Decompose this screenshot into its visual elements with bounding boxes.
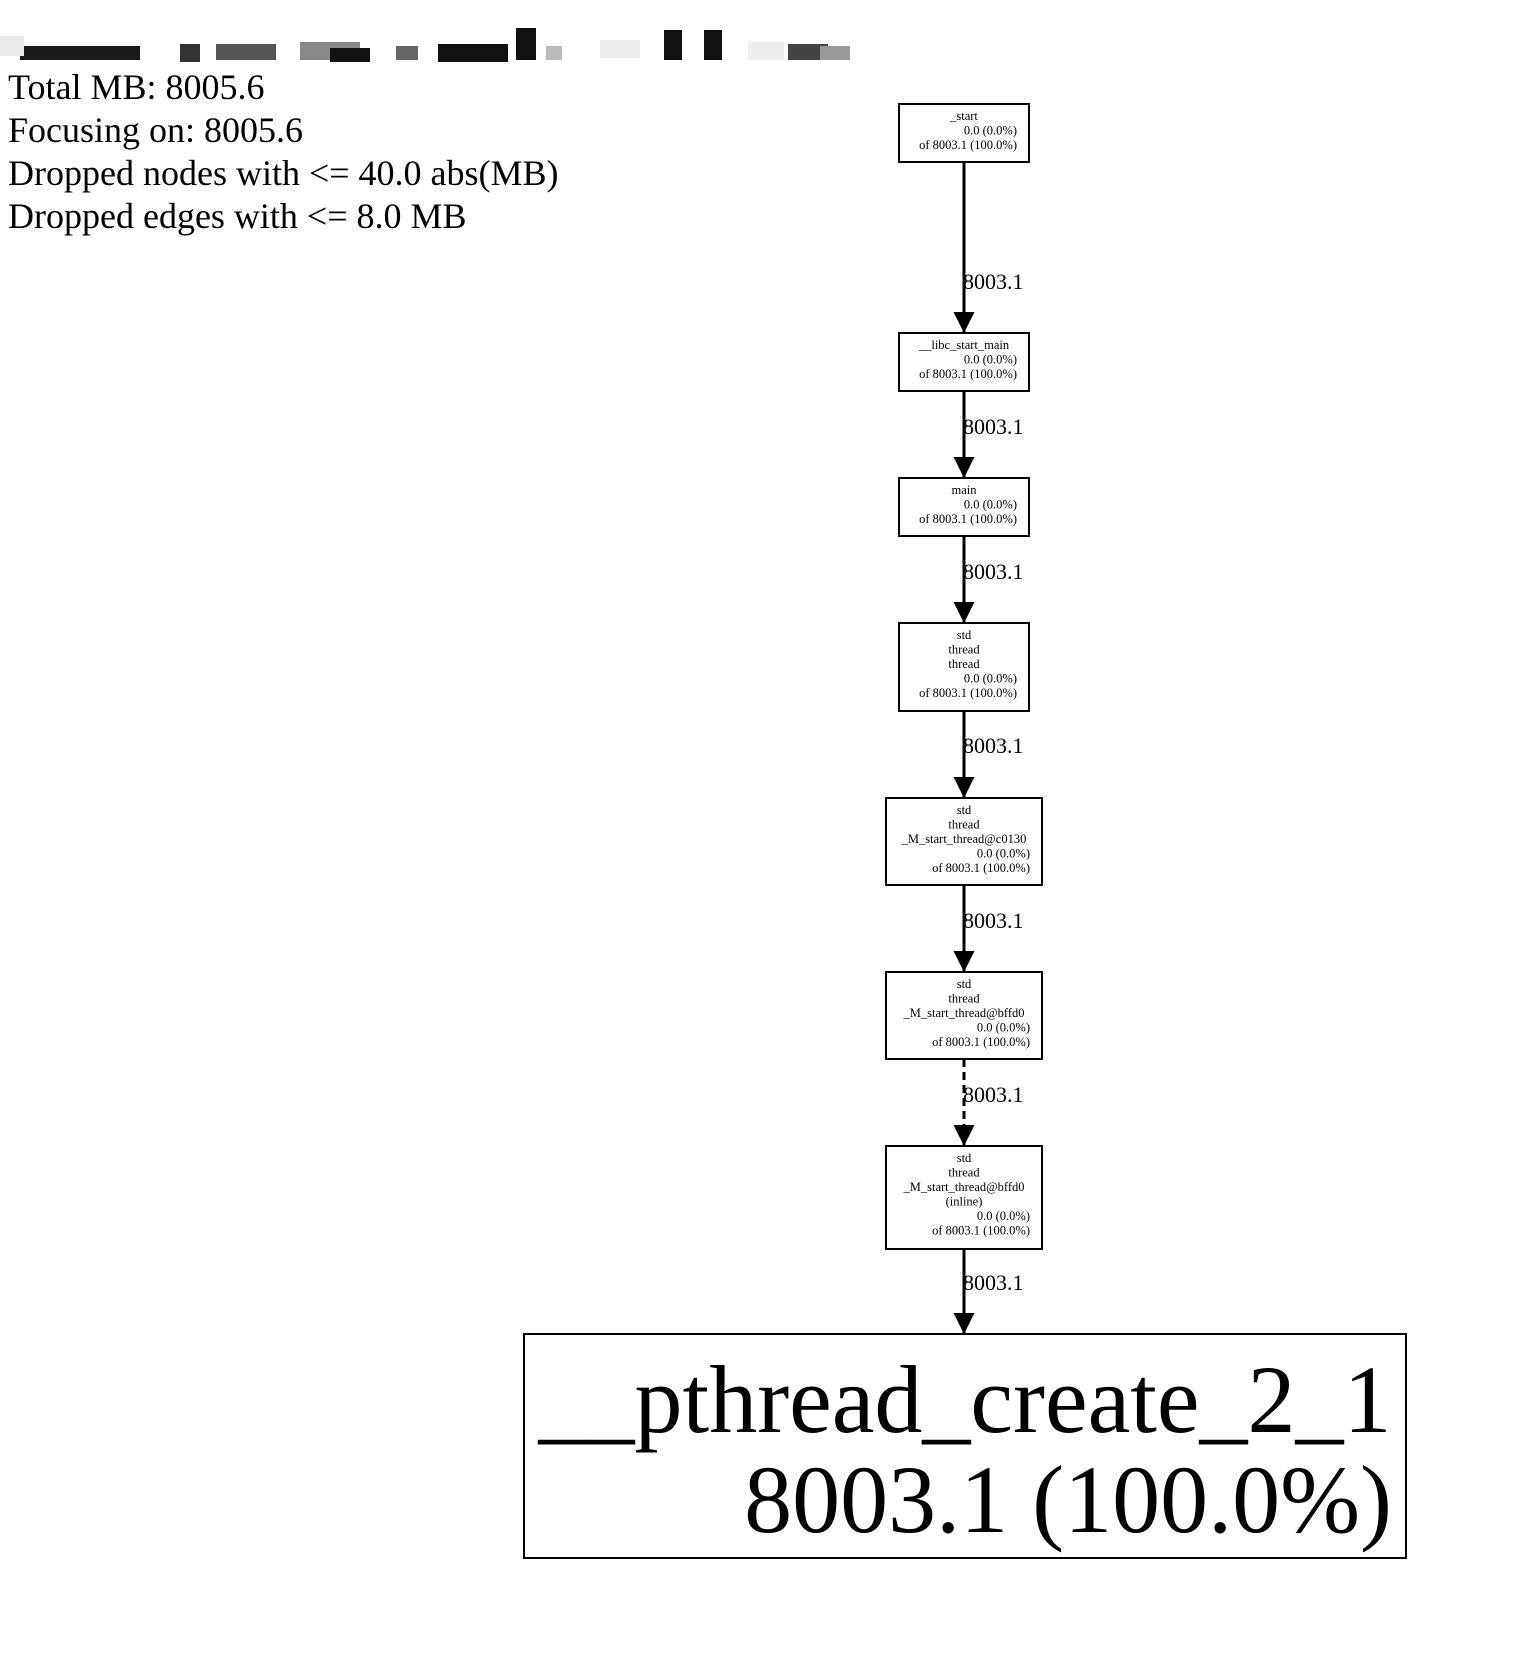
node-cum-value: of 8003.1 (100.0%): [919, 686, 1017, 700]
leaf-value: 8003.1 (100.0%): [744, 1446, 1392, 1553]
node-cum-value: of 8003.1 (100.0%): [919, 512, 1017, 526]
edge-label: 8003.1: [963, 414, 1024, 439]
graph-edge[interactable]: 8003.1: [953, 1059, 1024, 1146]
node-box: [898, 622, 1030, 712]
graph-edge[interactable]: 8003.1: [953, 391, 1024, 478]
node-box: [523, 1333, 1407, 1559]
redacted-title: [0, 26, 860, 70]
dropped-edges-text: Dropped edges with <= 8.0 MB: [8, 196, 467, 236]
graph-edge[interactable]: 8003.1: [953, 885, 1024, 972]
graph-edge[interactable]: 8003.1: [953, 711, 1024, 798]
focusing-on-text: Focusing on: 8005.6: [8, 110, 304, 150]
node-label: (inline): [946, 1195, 983, 1209]
edge-label: 8003.1: [963, 559, 1024, 584]
node-label: thread: [948, 1166, 980, 1180]
node-label: thread: [948, 657, 980, 671]
node-label: main: [952, 483, 978, 497]
node-label: _start: [949, 109, 978, 123]
node-label: _M_start_thread@bffd0: [903, 1180, 1025, 1194]
node-flat-value: 0.0 (0.0%): [977, 1209, 1030, 1223]
node-label: _M_start_thread@c0130: [901, 832, 1027, 846]
node-flat-value: 0.0 (0.0%): [964, 498, 1017, 512]
dropped-nodes-text: Dropped nodes with <= 40.0 abs(MB): [8, 153, 559, 193]
graph-node-n6[interactable]: stdthread_M_start_thread@bffd0(inline)0.…: [885, 1145, 1043, 1250]
graph-edge[interactable]: 8003.1: [953, 536, 1024, 623]
total-mb-text: Total MB: 8005.6: [8, 67, 265, 107]
node-label: std: [957, 977, 972, 991]
edge-label: 8003.1: [963, 1082, 1024, 1107]
summary-header: Total MB: 8005.6 Focusing on: 8005.6 Dro…: [8, 66, 559, 238]
leaf-name: __pthread_create_2_1: [538, 1346, 1392, 1453]
node-flat-value: 0.0 (0.0%): [977, 1021, 1030, 1035]
node-flat-value: 0.0 (0.0%): [977, 847, 1030, 861]
node-label: std: [957, 1151, 972, 1165]
node-flat-value: 0.0 (0.0%): [964, 353, 1017, 367]
node-box: [898, 477, 1030, 537]
node-flat-value: 0.0 (0.0%): [964, 672, 1017, 686]
node-label: thread: [948, 643, 980, 657]
node-flat-value: 0.0 (0.0%): [964, 124, 1017, 138]
node-label: std: [957, 803, 972, 817]
node-box: [898, 103, 1030, 163]
node-cum-value: of 8003.1 (100.0%): [919, 138, 1017, 152]
graph-edge[interactable]: 8003.1: [953, 162, 1024, 333]
node-box: [885, 1145, 1043, 1250]
graph-edge[interactable]: 8003.1: [953, 1249, 1024, 1334]
node-label: _M_start_thread@bffd0: [903, 1006, 1025, 1020]
node-label: __libc_start_main: [918, 338, 1010, 352]
node-cum-value: of 8003.1 (100.0%): [932, 1035, 1030, 1049]
node-cum-value: of 8003.1 (100.0%): [932, 1224, 1030, 1238]
node-label: thread: [948, 818, 980, 832]
node-label: thread: [948, 992, 980, 1006]
edge-label: 8003.1: [963, 733, 1024, 758]
edge-label: 8003.1: [963, 269, 1024, 294]
edge-label: 8003.1: [963, 908, 1024, 933]
node-cum-value: of 8003.1 (100.0%): [932, 861, 1030, 875]
node-label: std: [957, 628, 972, 642]
edge-label: 8003.1: [963, 1270, 1024, 1295]
node-cum-value: of 8003.1 (100.0%): [919, 367, 1017, 381]
